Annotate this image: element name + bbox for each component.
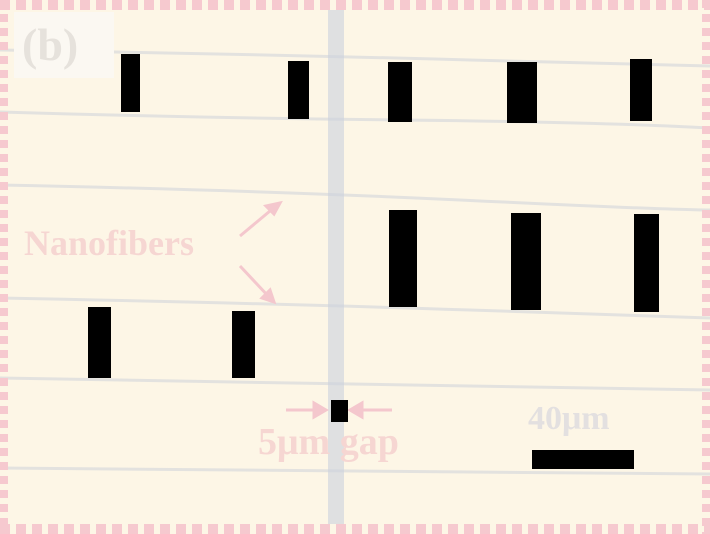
nanofiber-line	[0, 466, 710, 476]
electrode-bottom-1	[88, 307, 111, 378]
vertical-fiber	[328, 10, 344, 524]
electrode-top-1	[121, 54, 140, 112]
border-right	[702, 0, 710, 534]
electrode-top-2	[288, 61, 309, 119]
panel-label-background	[14, 12, 114, 78]
electrode-mid-2	[511, 213, 541, 310]
electrode-mid-1	[389, 210, 417, 307]
nanofiber-line	[0, 183, 710, 212]
nanofiber-line	[0, 48, 710, 68]
scale-bar-label: 40μm	[528, 400, 610, 437]
nanofiber-line	[0, 110, 710, 130]
electrode-mid-3	[634, 214, 659, 312]
nanofiber-arrowhead-lower	[259, 287, 277, 305]
border-top	[0, 0, 710, 10]
nanofiber-arrowhead-upper	[262, 200, 283, 217]
border-left	[0, 0, 8, 534]
gap-label: 5μm gap	[258, 421, 399, 463]
scale-bar	[532, 450, 634, 469]
gap-electrode	[331, 400, 348, 422]
electrode-top-4	[507, 62, 537, 123]
panel-label: (b)	[22, 19, 79, 70]
gap-arrow-right-head	[347, 400, 364, 420]
electrode-top-5	[630, 59, 652, 121]
gap-arrow-left-head	[312, 400, 329, 420]
nanofiber-line	[0, 296, 710, 320]
nanofiber-arrow-lower	[238, 264, 272, 300]
nanofibers-label: Nanofibers	[24, 223, 194, 263]
border-bottom	[0, 524, 710, 534]
electrode-top-3	[388, 62, 412, 122]
electrode-bottom-2	[232, 311, 255, 378]
nanofiber-line	[0, 376, 710, 392]
